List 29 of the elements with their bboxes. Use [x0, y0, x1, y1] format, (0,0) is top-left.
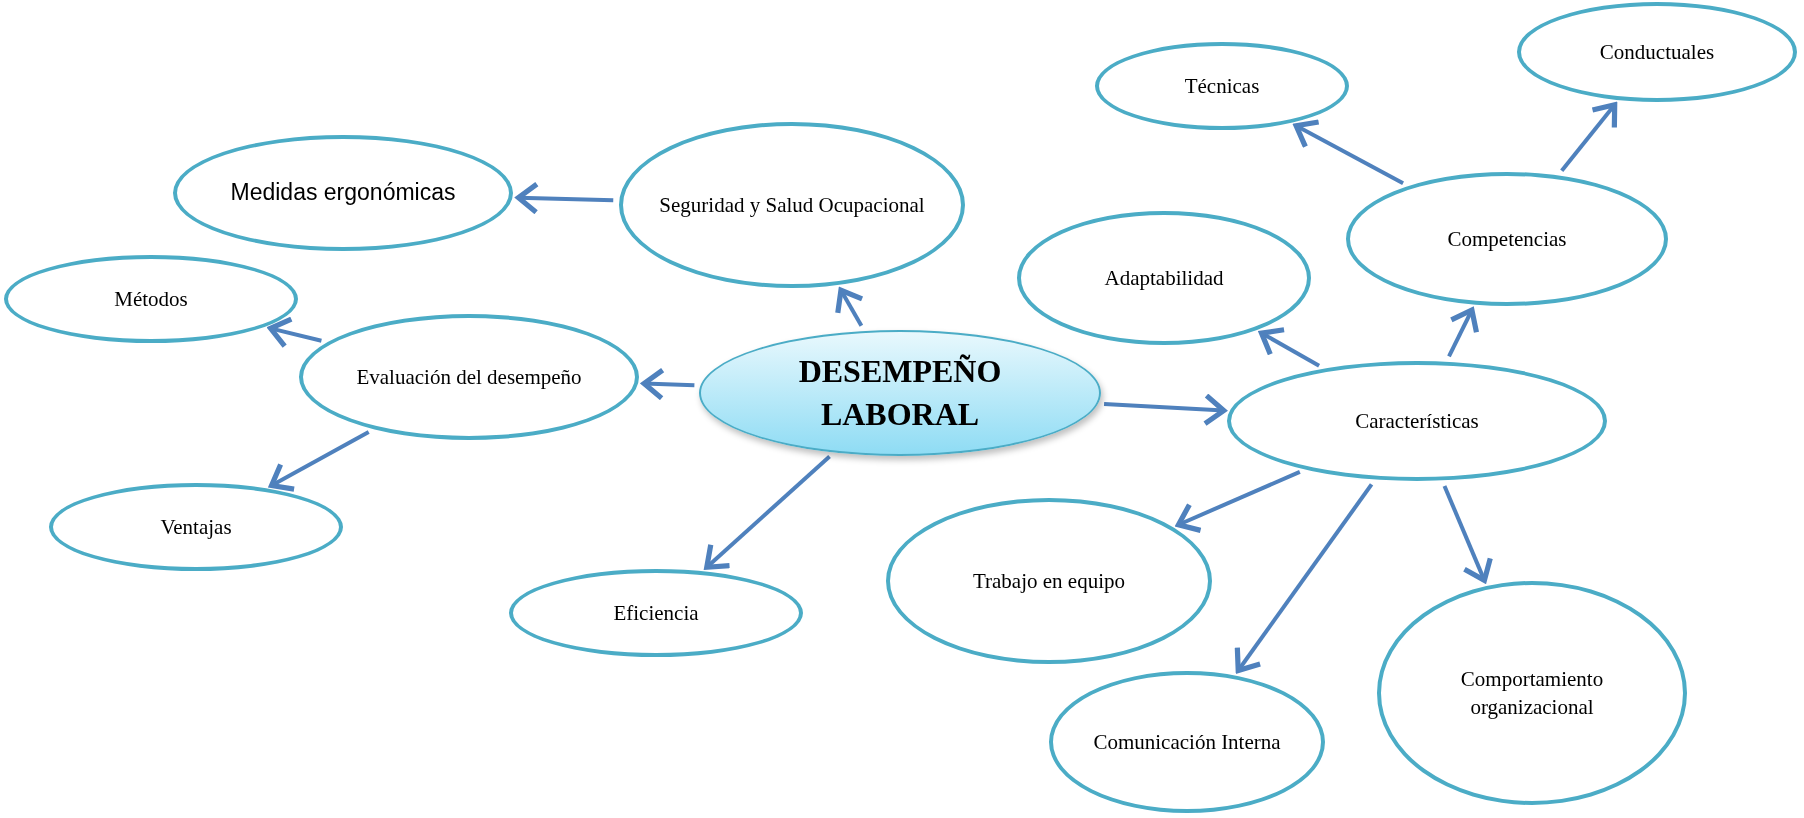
concept-label: Comportamiento organizacional — [1459, 665, 1605, 721]
concept-label: Ventajas — [160, 513, 232, 541]
concept-label: Adaptabilidad — [1104, 264, 1224, 292]
arrow — [1103, 393, 1227, 427]
concept-label: Competencias — [1447, 225, 1567, 253]
arrow — [1234, 483, 1374, 674]
arrow — [1442, 485, 1493, 583]
concept-label: Seguridad y Salud Ocupacional — [659, 191, 925, 219]
arrow — [1560, 102, 1618, 173]
concept-label: Medidas ergonómicas — [230, 178, 456, 208]
arrow — [267, 316, 322, 349]
arrow — [641, 367, 695, 401]
arrow — [1175, 470, 1301, 533]
arrow — [1447, 307, 1480, 358]
arrow — [704, 455, 831, 570]
concept-label: Métodos — [114, 285, 188, 313]
arrow — [269, 430, 370, 492]
concept-label: Trabajo en equipo — [972, 567, 1125, 595]
concept-label: Evaluación del desempeño — [356, 363, 582, 391]
concept-label: Técnicas — [1184, 72, 1260, 100]
concept-label: Comunicación Interna — [1093, 728, 1281, 756]
concept-label: DESEMPEÑO LABORAL — [797, 351, 1003, 434]
arrow — [1293, 119, 1405, 185]
arrow — [1258, 327, 1321, 368]
concept-label: Características — [1355, 407, 1479, 435]
arrow — [515, 181, 614, 215]
concept-label: Eficiencia — [613, 599, 699, 627]
arrow — [835, 287, 865, 327]
concept-label: Conductuales — [1599, 38, 1715, 66]
